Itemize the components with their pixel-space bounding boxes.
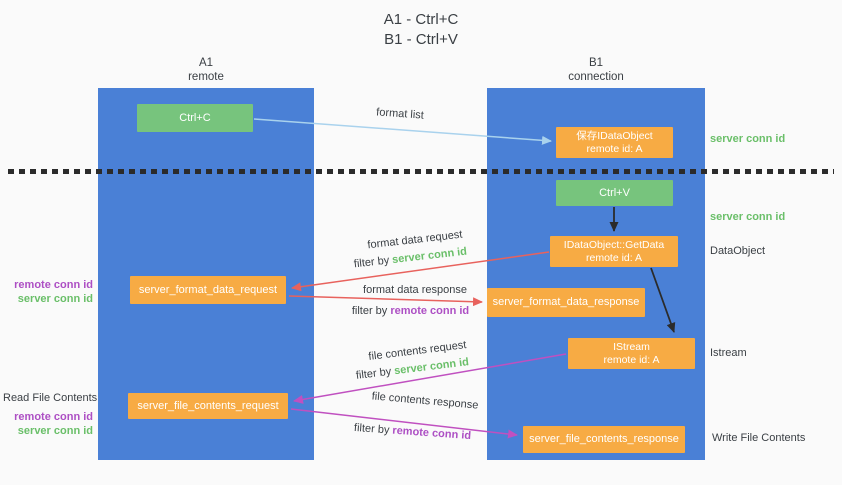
save-idataobject-line1: 保存IDataObject (576, 129, 653, 142)
istream-side-label: Istream (710, 347, 747, 359)
filter-by-text: filter by (353, 421, 390, 437)
filter-by-text: filter by (351, 305, 388, 317)
dataobject-label: DataObject (710, 245, 766, 257)
filter-by-text: filter by (355, 365, 392, 382)
server-file-contents-request-label: server_file_contents_request (137, 399, 279, 412)
server-file-contents-response-label: server_file_contents_response (529, 433, 679, 445)
istream-box: IStream remote id: A (568, 338, 695, 369)
server-conn-id-right-mid: server conn id (710, 211, 786, 223)
save-idataobject-line2: remote id: A (586, 142, 643, 155)
right-column-role: connection (568, 71, 624, 83)
filter-by-text: filter by (353, 254, 390, 271)
server-format-data-response-label: server_format_data_response (492, 296, 640, 308)
diagram-title: A1 - Ctrl+C B1 - Ctrl+V (0, 10, 842, 50)
ctrl-v-box: Ctrl+V (556, 180, 673, 206)
remote-conn-id-text: remote conn id (390, 305, 470, 317)
save-idataobject-box: 保存IDataObject remote id: A (556, 127, 673, 158)
title-line-2: B1 - Ctrl+V (384, 31, 458, 48)
server-format-data-request-label: server_format_data_request (138, 283, 278, 296)
ctrl-c-label: Ctrl+C (179, 111, 211, 124)
server-format-data-request-box: server_format_data_request (130, 276, 286, 304)
istream-line1: IStream (613, 340, 650, 353)
idataobject-getdata-box: IDataObject::GetData remote id: A (550, 236, 678, 267)
right-column-name: B1 (588, 57, 604, 69)
left-column-header: A1 remote (98, 56, 314, 84)
right-column-header: B1 connection (487, 56, 705, 84)
title-line-1: A1 - Ctrl+C (383, 11, 459, 28)
left-column-name: A1 (198, 57, 214, 69)
server-conn-id-left-top: server conn id (17, 293, 93, 305)
server-file-contents-response-box: server_file_contents_response (523, 426, 685, 453)
dotted-divider-line (8, 169, 834, 174)
istream-line2: remote id: A (603, 353, 660, 366)
server-conn-id-right-top: server conn id (710, 133, 786, 145)
format-list-label: format list (375, 106, 425, 122)
write-file-contents-label: Write File Contents (712, 432, 806, 444)
format-data-response-label: format data response (363, 284, 467, 296)
getdata-line2: remote id: A (585, 251, 643, 264)
remote-conn-id-left-top: remote conn id (14, 279, 93, 291)
remote-conn-id-text: remote conn id (391, 424, 472, 443)
remote-conn-id-left-bottom: remote conn id (14, 411, 93, 423)
server-conn-id-left-bottom: server conn id (17, 425, 93, 437)
server-file-contents-request-box: server_file_contents_request (128, 393, 288, 419)
ctrl-v-label: Ctrl+V (599, 186, 630, 199)
read-file-contents-label: Read File Contents (3, 392, 98, 404)
getdata-line1: IDataObject::GetData (563, 238, 665, 251)
left-column-role: remote (188, 71, 224, 83)
ctrl-c-box: Ctrl+C (137, 104, 253, 132)
server-format-data-response-box: server_format_data_response (487, 288, 645, 317)
server-conn-id-text: server conn id (391, 245, 468, 267)
